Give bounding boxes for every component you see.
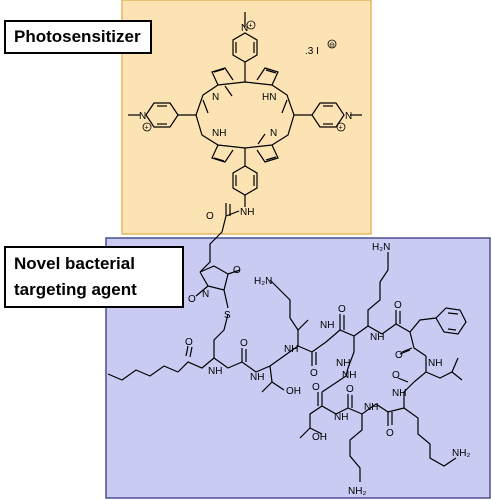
left-plus-charge (142, 122, 152, 132)
counterion-text: .3 I (305, 46, 319, 57)
h2n-1: H₂N (254, 276, 272, 287)
peptide-atom-labels: N O O S O NH O NH OH H₂N NH O NH O H₂N N… (185, 242, 470, 497)
counterion-charge-circle (327, 39, 337, 49)
photosensitizer-label-text: Photosensitizer (14, 27, 141, 46)
o-2: O (310, 368, 318, 379)
nh-9: NH (364, 402, 378, 413)
top-pyridinium-n: N (241, 23, 248, 34)
counterion-charge: ⊖ (329, 42, 335, 49)
nh2-2: NH₂ (348, 486, 366, 497)
nh-7: NH (428, 358, 442, 369)
left-pyridinium-n: N (139, 111, 146, 122)
nh2-1: NH₂ (452, 448, 470, 459)
targeting-agent-label-line1: Novel bacterial (14, 254, 135, 273)
acyl-o: O (185, 337, 193, 348)
pyrrole-n-topleft: N (212, 92, 219, 103)
succinimide-o-bottom: O (188, 294, 196, 305)
nh-4: NH (320, 320, 334, 331)
amide-o: O (206, 211, 214, 222)
pyrrole-hn-topright: HN (262, 92, 276, 103)
o-3: O (338, 304, 346, 315)
nh-2: NH (250, 372, 264, 383)
o-1: O (240, 338, 248, 349)
right-plus-sign: + (339, 125, 343, 132)
succinimide-o-top: O (233, 265, 241, 276)
o-7: O (386, 428, 394, 439)
targeting-agent-label: Novel bacterial targeting agent (4, 246, 184, 308)
nh-10: NH (334, 412, 348, 423)
left-plus-sign: + (145, 125, 149, 132)
oh-1: OH (286, 386, 301, 397)
right-plus-charge (336, 122, 346, 132)
pyrrole-n-bottomright: N (270, 128, 277, 139)
o-8: O (346, 384, 354, 395)
nh-11: NH (336, 358, 350, 369)
top-plus-sign: + (249, 23, 253, 30)
nh-1: NH (208, 366, 222, 377)
peptide-structure (107, 252, 467, 482)
porphyrin-structure (128, 12, 362, 273)
o-9: O (312, 382, 320, 393)
succinimide-n: N (202, 289, 209, 300)
amide-nh: NH (240, 207, 254, 218)
thioether-s: S (224, 310, 231, 321)
o-6: O (392, 370, 400, 381)
photosensitizer-label: Photosensitizer (4, 20, 152, 54)
h2n-2: H₂N (372, 242, 390, 253)
photosensitizer-region (121, 0, 372, 235)
nh-3: NH (284, 344, 298, 355)
porphyrin-atom-labels: N + N + N + N HN NH N NH O .3 I ⊖ (139, 20, 352, 222)
pyrrole-nh-bottomleft: NH (212, 128, 226, 139)
o-5: O (395, 350, 403, 361)
right-pyridinium-n: N (345, 111, 352, 122)
o-4: O (394, 300, 402, 311)
top-plus-charge (246, 20, 256, 30)
nh-5: NH (370, 332, 384, 343)
nh-8: NH (392, 388, 406, 399)
targeting-agent-label-line2: targeting agent (14, 280, 137, 299)
oh-2: OH (312, 432, 327, 443)
nh-6: NH (342, 370, 356, 381)
